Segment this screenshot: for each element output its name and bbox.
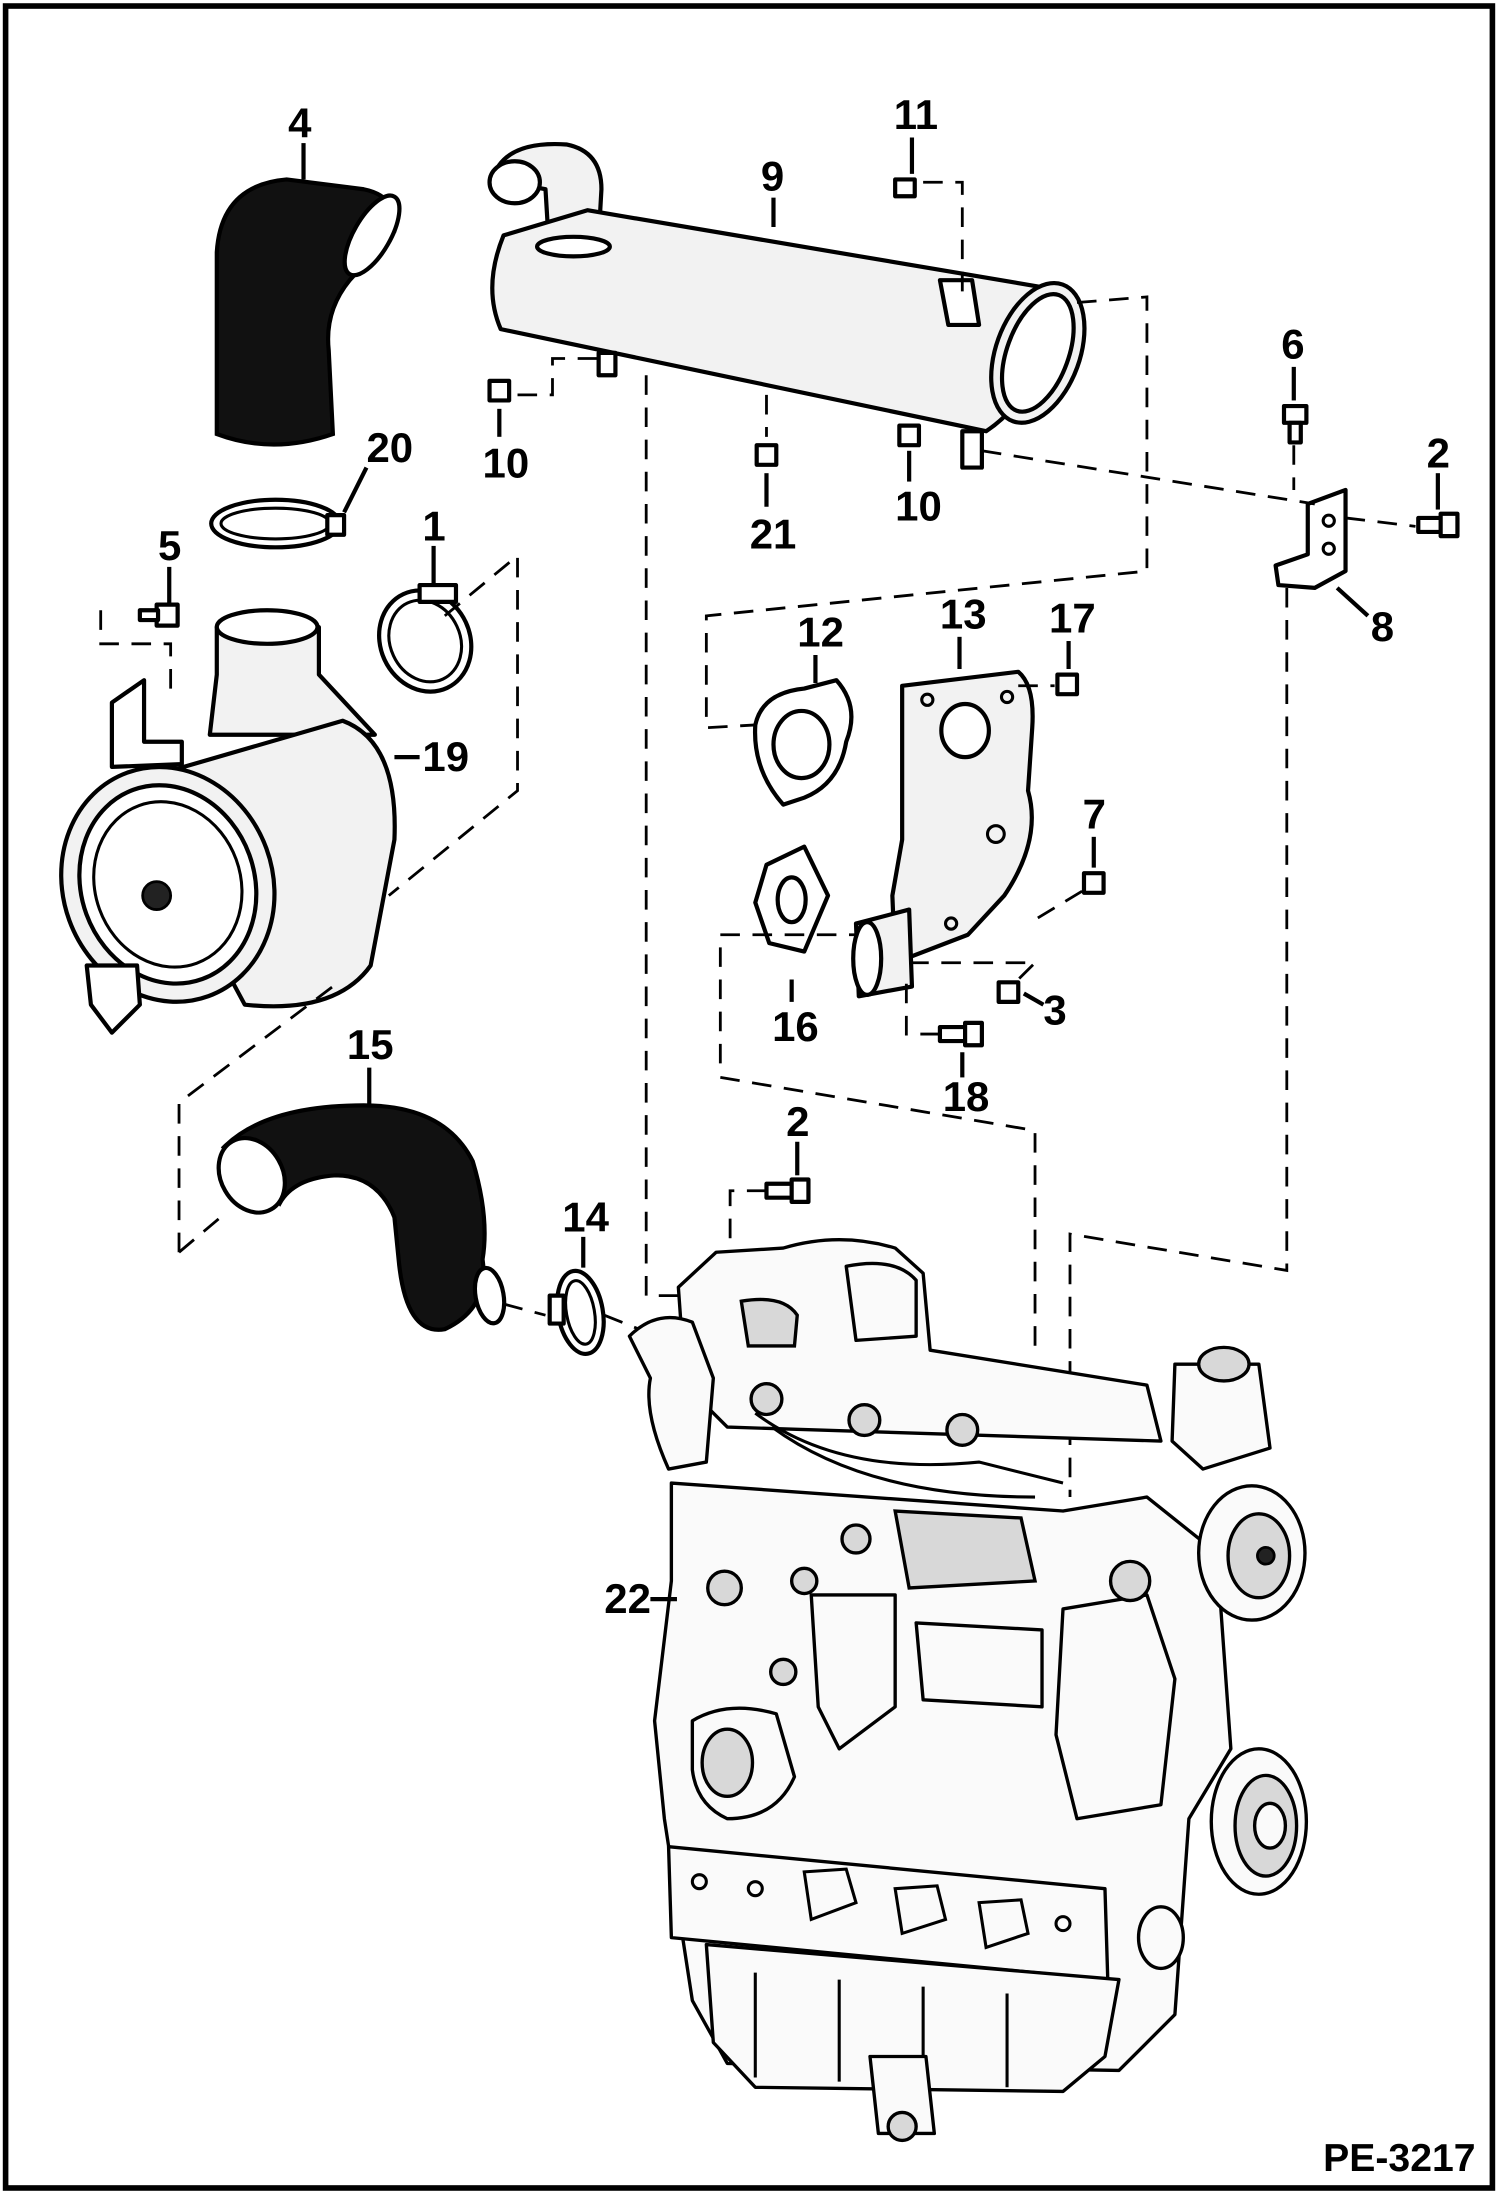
callout-16: 16: [772, 1003, 819, 1050]
callout-22: 22: [604, 1575, 651, 1622]
part-2-bolt-lower: [764, 1177, 811, 1205]
part-12-gasket: [752, 678, 854, 807]
part-15-lower-hose: [216, 1103, 507, 1332]
callout-7: 7: [1083, 790, 1106, 837]
callout-10-right: 10: [895, 483, 942, 530]
callout-8: 8: [1371, 603, 1394, 650]
callout-17: 17: [1049, 595, 1096, 642]
callout-3: 3: [1043, 986, 1066, 1033]
callout-2-lower: 2: [786, 1098, 809, 1145]
callout-4: 4: [288, 99, 312, 146]
drawing-reference-code: PE-3217: [1323, 2137, 1475, 2180]
callout-5: 5: [158, 522, 181, 569]
callout-20: 20: [366, 424, 413, 471]
part-18-bolt: [937, 1020, 984, 1048]
callout-10-left: 10: [483, 439, 530, 486]
part-10-nut-right: [897, 423, 922, 448]
callout-14: 14: [562, 1193, 609, 1240]
part-9-muffler: [487, 141, 1087, 470]
part-7-bolt: [1081, 871, 1106, 895]
callout-12: 12: [797, 609, 844, 656]
part-22-engine: [627, 1238, 1309, 2143]
part-17-nut: [1055, 672, 1080, 697]
part-16-gasket: [753, 844, 831, 954]
part-11-bolt: [893, 177, 917, 199]
part-20-hose-clamp: [209, 497, 347, 550]
callout-18: 18: [943, 1073, 990, 1120]
part-2-bolt-upper: [1416, 511, 1460, 539]
callout-13: 13: [940, 590, 987, 637]
part-3-nut: [996, 980, 1021, 1004]
part-13-exhaust-adapter: [851, 669, 1035, 999]
part-4-upper-hose: [214, 177, 402, 447]
part-8-bracket: [1273, 487, 1348, 590]
callout-19: 19: [422, 733, 469, 780]
diagram-frame: [2, 3, 1496, 2191]
callout-6: 6: [1281, 320, 1304, 367]
part-10-nut-left: [487, 378, 512, 403]
callout-15: 15: [347, 1021, 394, 1068]
part-6-bolt: [1281, 403, 1309, 445]
callout-9: 9: [761, 153, 784, 200]
callout-2-upper: 2: [1427, 430, 1450, 477]
part-5-bolt: [137, 602, 180, 628]
part-1-hose-clamp: [377, 582, 474, 694]
part-14-hose-clamp: [547, 1268, 606, 1357]
part-19-air-cleaner: [59, 608, 397, 1035]
part-21-plug: [754, 443, 779, 467]
callout-1: 1: [422, 502, 445, 549]
callout-11: 11: [894, 91, 938, 138]
callout-21: 21: [750, 511, 797, 558]
